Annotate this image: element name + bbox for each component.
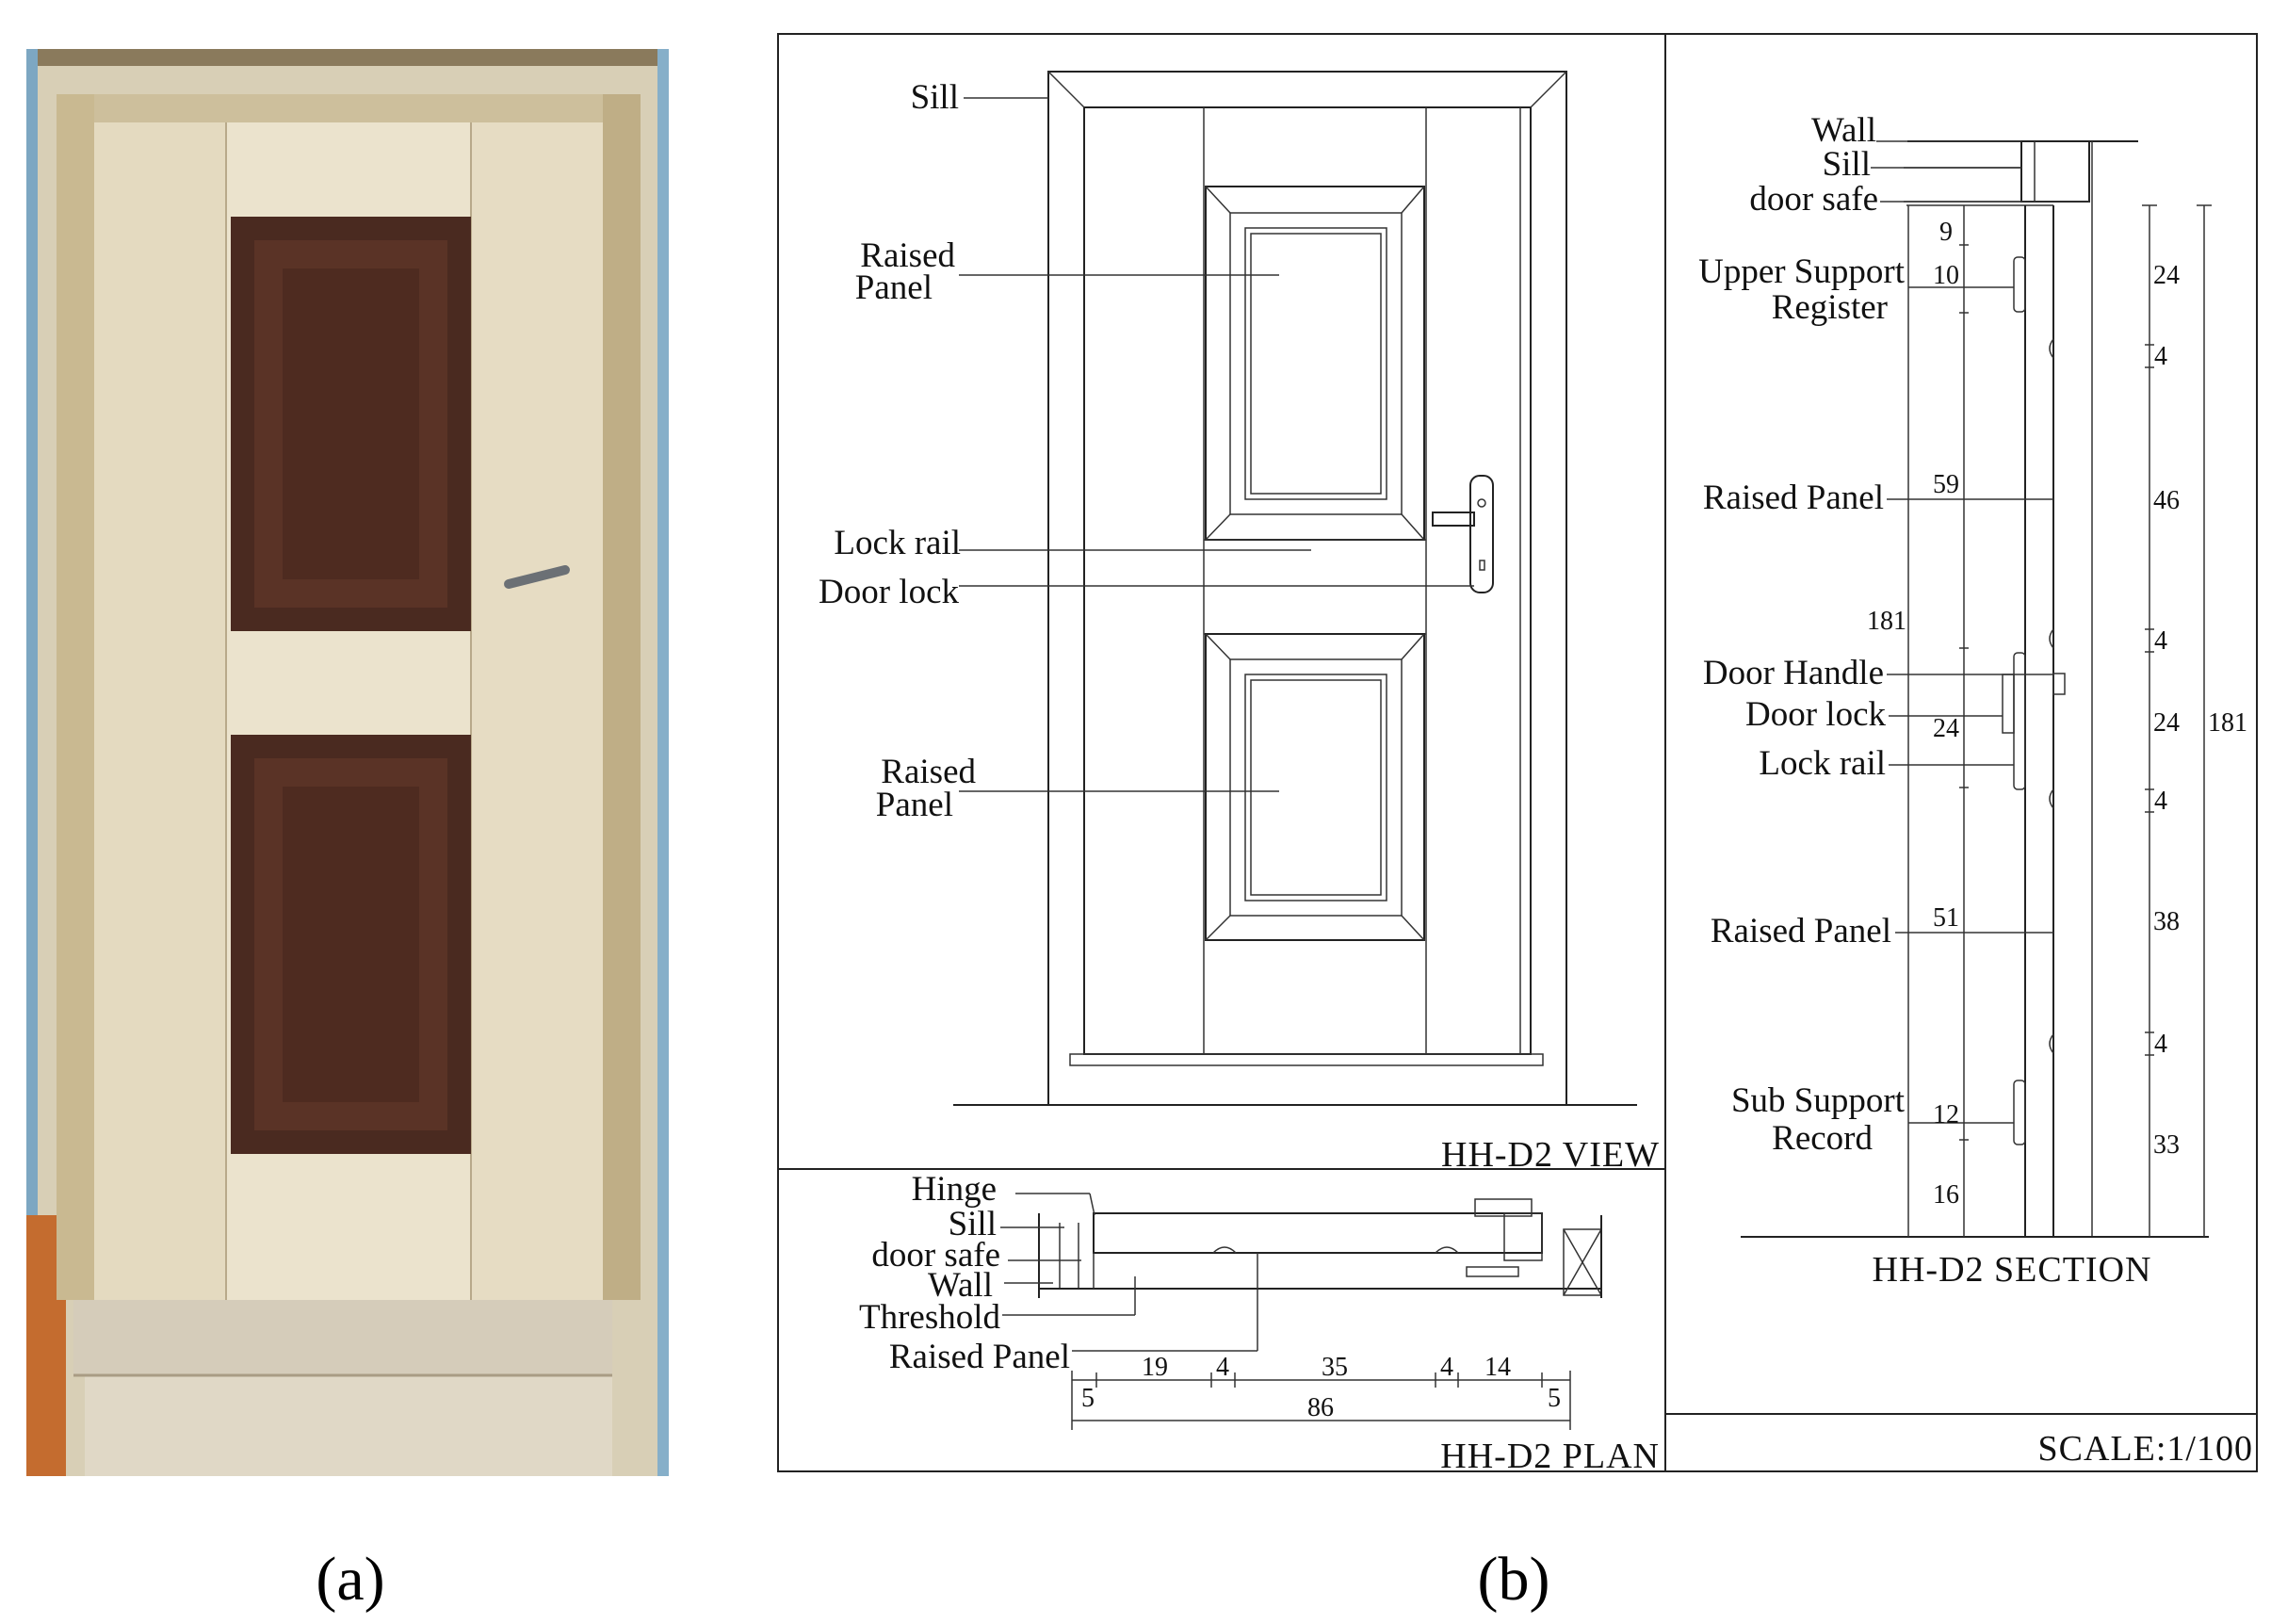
section-dim-10: 10: [1933, 261, 1959, 290]
section-label-lock-rail: Lock rail: [1759, 744, 1886, 783]
plan-dim-14: 14: [1484, 1353, 1511, 1382]
door-leaf-outline: [1083, 106, 1532, 1055]
threshold-step: [73, 1300, 612, 1375]
section-dim-59: 59: [1933, 470, 1959, 499]
scale-label: SCALE:1/100: [2038, 1429, 2253, 1469]
plan-label-threshold: Threshold: [859, 1298, 1001, 1337]
section-label-door-safe: door safe: [1749, 180, 1878, 219]
plan-dim-19: 19: [1142, 1353, 1168, 1382]
label-door-lock: Door lock: [819, 573, 959, 611]
section-dim-16: 16: [1933, 1180, 1959, 1210]
plan-label-door-safe: door safe: [871, 1236, 1000, 1275]
caption-b: (b): [1478, 1545, 1550, 1614]
section-label-sub-support-2: Record: [1772, 1119, 1873, 1158]
plan-title: HH-D2 PLAN: [1440, 1437, 1660, 1476]
section-dim-r33: 33: [2153, 1130, 2180, 1160]
section-label-raised-panel-2: Raised Panel: [1711, 912, 1891, 950]
section-dim-r24a: 24: [2153, 261, 2180, 290]
plan-view: Hinge Sill door safe Wall Threshold Rais…: [859, 1170, 1660, 1476]
plan-label-wall: Wall: [928, 1266, 993, 1305]
section-label-upper-support-2: Register: [1772, 288, 1888, 327]
view-title: HH-D2 VIEW: [1441, 1135, 1660, 1175]
door-lock-plate: [1469, 475, 1494, 593]
drawing-border: [777, 33, 2258, 1472]
door-handle: [504, 565, 570, 589]
section-label-raised-panel-1: Raised Panel: [1703, 479, 1884, 517]
label-raised-panel-bot-2: Panel: [876, 786, 953, 824]
label-lock-rail: Lock rail: [834, 524, 961, 562]
section-dim-r4d: 4: [2154, 1030, 2167, 1059]
plan-dim-5b: 5: [1548, 1384, 1561, 1413]
section-dim-r46: 46: [2153, 486, 2180, 515]
section-label-door-handle: Door Handle: [1703, 654, 1884, 692]
section-dim-12: 12: [1933, 1100, 1959, 1129]
plan-label-hinge: Hinge: [912, 1170, 997, 1209]
section-dim-r38: 38: [2153, 907, 2180, 936]
photo-of-wooden-door: [26, 49, 669, 1476]
caption-a: (a): [316, 1545, 384, 1614]
plan-dim-5a: 5: [1081, 1384, 1095, 1413]
section-dim-r24b: 24: [2153, 708, 2180, 738]
label-raised-panel-top-2: Panel: [855, 268, 933, 307]
door-outer-frame: [1047, 71, 1567, 1106]
plan-door-leaf: [1093, 1212, 1543, 1254]
section-view: Wall Sill door safe Upper Support Regist…: [1698, 111, 2253, 1469]
lower-raised-panel: [1205, 633, 1425, 941]
section-label-door-lock: Door lock: [1745, 695, 1886, 734]
label-raised-panel-bot-1: Raised: [881, 753, 976, 791]
section-dim-r4c: 4: [2154, 787, 2167, 816]
bottom-rail: [1069, 1053, 1544, 1066]
label-raised-panel-top-1: Raised: [860, 236, 955, 275]
section-dim-181-left: 181: [1867, 607, 1906, 636]
upper-raised-panel: [1205, 186, 1425, 541]
section-label-sub-support-1: Sub Support: [1731, 1081, 1906, 1120]
label-sill: Sill: [911, 78, 959, 117]
section-dim-r4a: 4: [2154, 342, 2167, 371]
section-dim-24-left: 24: [1933, 714, 1959, 743]
plan-label-sill: Sill: [949, 1205, 997, 1243]
section-dim-9: 9: [1939, 218, 1953, 247]
technical-drawing: Sill Raised Panel Lock rail Door lock Ra…: [777, 33, 2258, 1476]
plan-label-raised-panel: Raised Panel: [889, 1338, 1070, 1376]
section-label-sill: Sill: [1823, 145, 1871, 184]
view-elevation: Sill Raised Panel Lock rail Door lock Ra…: [819, 71, 1660, 1175]
section-dim-r4b: 4: [2154, 626, 2167, 656]
lever-handle: [1432, 512, 1475, 527]
section-title: HH-D2 SECTION: [1873, 1250, 2152, 1290]
section-dim-51: 51: [1933, 903, 1959, 933]
plan-dim-4b: 4: [1440, 1353, 1453, 1382]
plan-dim-35: 35: [1322, 1353, 1348, 1382]
section-label-wall: Wall: [1811, 111, 1876, 150]
plan-dim-86: 86: [1307, 1393, 1334, 1422]
section-label-upper-support-1: Upper Support: [1698, 252, 1906, 291]
section-dim-r181: 181: [2208, 708, 2247, 738]
plan-dim-4a: 4: [1216, 1353, 1229, 1382]
